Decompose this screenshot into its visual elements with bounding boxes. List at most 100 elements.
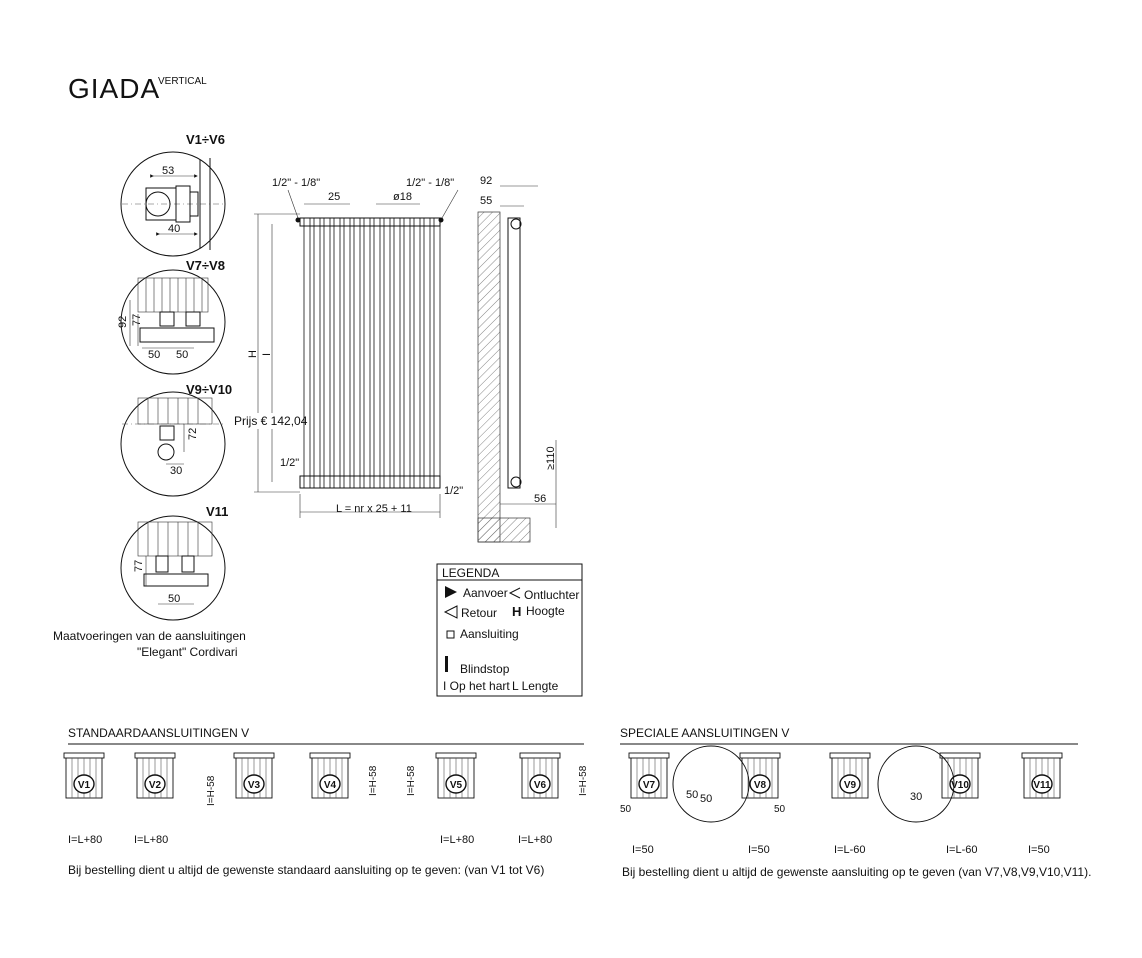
dim-30: 30 bbox=[170, 465, 182, 477]
aansluiting-icon bbox=[446, 630, 455, 639]
conn-right: 1/2" - 1/8" bbox=[406, 177, 454, 189]
spc-d50-b: 50 bbox=[700, 793, 712, 805]
detail-caption-1: Maatvoeringen van de aansluitingen bbox=[53, 629, 246, 643]
spc-dim-v11: I=50 bbox=[1028, 844, 1050, 856]
radiator-tube bbox=[423, 217, 431, 489]
legend-lengte: L Lengte bbox=[512, 679, 559, 693]
radiator-tube bbox=[313, 217, 321, 489]
standard-unit-v6: V6 bbox=[519, 752, 561, 799]
side-view: 92 55 ≥110 56 bbox=[477, 175, 557, 543]
side-wall: 55 bbox=[480, 195, 492, 207]
spc-dim-v10: I=L-60 bbox=[946, 844, 978, 856]
standard-unit-v4: V4 bbox=[309, 752, 351, 799]
front-view: 1/2" - 1/8" 1/2" - 1/8" 25 ø18 H I Prijs… bbox=[232, 177, 463, 518]
detail-label: V9÷V10 bbox=[186, 382, 232, 397]
standard-unit-v1: V1 bbox=[63, 752, 105, 799]
legend-title: LEGENDA bbox=[442, 566, 499, 580]
legend-op-het-hart: I Op het hart bbox=[443, 679, 510, 693]
radiator-tube bbox=[433, 217, 441, 489]
unit-label: V8 bbox=[754, 780, 767, 791]
radiator-tube bbox=[303, 217, 311, 489]
standard-unit-v5: V5 bbox=[435, 752, 477, 799]
price: Prijs € 142,04 bbox=[234, 414, 308, 428]
legend-blindstop: Blindstop bbox=[460, 662, 510, 676]
radiator-tube bbox=[403, 217, 411, 489]
dim-H: H bbox=[247, 350, 259, 358]
std-dim-1: I=L+80 bbox=[68, 834, 102, 846]
spc-d50-left: 50 bbox=[620, 804, 632, 815]
special-title: SPECIALE AANSLUITINGEN V bbox=[620, 726, 789, 740]
standard-note: Bij bestelling dient u altijd de gewenst… bbox=[68, 863, 544, 877]
half-right: 1/2" bbox=[444, 485, 463, 497]
special-unit-v9: V9 bbox=[829, 752, 871, 799]
dim-50: 50 bbox=[168, 593, 180, 605]
standard-unit-v2: V2 bbox=[134, 752, 176, 799]
std-dim-2: I=L+80 bbox=[134, 834, 168, 846]
dim-92: 92 bbox=[117, 316, 129, 328]
legend-retour: Retour bbox=[461, 606, 497, 620]
radiator-tube bbox=[323, 217, 331, 489]
radiator-tube bbox=[393, 217, 401, 489]
aanvoer-icon bbox=[445, 586, 457, 598]
legend-aansluiting: Aansluiting bbox=[460, 627, 519, 641]
dim-40: 40 bbox=[168, 223, 180, 235]
special-note: Bij bestelling dient u altijd de gewenst… bbox=[622, 865, 1091, 879]
radiator-tube bbox=[413, 217, 421, 489]
half-left: 1/2" bbox=[280, 457, 299, 469]
spc-dim-v8: I=50 bbox=[748, 844, 770, 856]
standard-title: STANDAARDAANSLUITINGEN V bbox=[68, 726, 249, 740]
radiator-tube bbox=[353, 217, 361, 489]
dim-50-a: 50 bbox=[148, 349, 160, 361]
detail-label: V11 bbox=[206, 504, 228, 519]
dim-50-b: 50 bbox=[176, 349, 188, 361]
radiator-tube bbox=[383, 217, 391, 489]
unit-label: V7 bbox=[643, 780, 656, 791]
legend: LEGENDA Aanvoer Ontluchter Retour H Hoog… bbox=[436, 563, 583, 697]
spc-dim-v7: I=50 bbox=[632, 844, 654, 856]
dim-I: I bbox=[261, 353, 273, 356]
unit-label: V10 bbox=[951, 780, 969, 791]
conn-left: 1/2" - 1/8" bbox=[272, 177, 320, 189]
unit-label: V6 bbox=[534, 780, 547, 791]
special-unit-v7: V7 bbox=[628, 752, 670, 799]
std-vdim-4: I=H-58 bbox=[368, 765, 379, 796]
special-connections: SPECIALE AANSLUITINGEN V V7 V8 V9 V10 V11 50… bbox=[620, 726, 1091, 879]
standard-unit-v3: V3 bbox=[233, 752, 275, 799]
detail-v9-v10: V9÷V10 72 30 bbox=[120, 382, 232, 497]
title-superscript: VERTICAL bbox=[158, 76, 207, 87]
unit-label: V4 bbox=[324, 780, 337, 791]
special-unit-v11: V11 bbox=[1021, 752, 1063, 799]
detail-v1-v6: V1÷V6 53 40 bbox=[120, 132, 226, 257]
dim-72: 72 bbox=[187, 428, 199, 440]
std-vdim-5: I=H-58 bbox=[406, 765, 417, 796]
std-vdim-3: I=H-58 bbox=[206, 775, 217, 806]
blindstop-icon bbox=[445, 656, 448, 672]
side-min-h: ≥110 bbox=[545, 446, 557, 470]
side-bottom: 56 bbox=[534, 493, 546, 505]
legend-hoogte: Hoogte bbox=[526, 604, 565, 618]
radiator-tube bbox=[333, 217, 341, 489]
spc-d50-a: 50 bbox=[686, 789, 698, 801]
unit-label: V11 bbox=[1033, 780, 1051, 791]
spc-dim-v9: I=L-60 bbox=[834, 844, 866, 856]
unit-label: V3 bbox=[248, 780, 261, 791]
detail-v7-v8: V7÷V8 92 77 50 50 bbox=[117, 258, 226, 375]
detail-label: V1÷V6 bbox=[186, 132, 225, 147]
radiator-tube bbox=[363, 217, 371, 489]
special-unit-v10: V10 bbox=[939, 752, 981, 799]
radiator-tube bbox=[343, 217, 351, 489]
radiator-tube bbox=[373, 217, 381, 489]
dim-77: 77 bbox=[133, 560, 145, 572]
dim-53: 53 bbox=[162, 165, 174, 177]
legend-hoogte-symbol: H bbox=[512, 604, 521, 619]
unit-label: V9 bbox=[844, 780, 857, 791]
detail-v11: V11 77 50 bbox=[120, 504, 228, 621]
detail-label: V7÷V8 bbox=[186, 258, 225, 273]
spc-d30: 30 bbox=[910, 791, 922, 803]
dim-77: 77 bbox=[131, 314, 143, 326]
retour-icon bbox=[443, 605, 458, 619]
unit-label: V1 bbox=[78, 780, 91, 791]
std-vdim-6: I=H-58 bbox=[578, 765, 589, 796]
